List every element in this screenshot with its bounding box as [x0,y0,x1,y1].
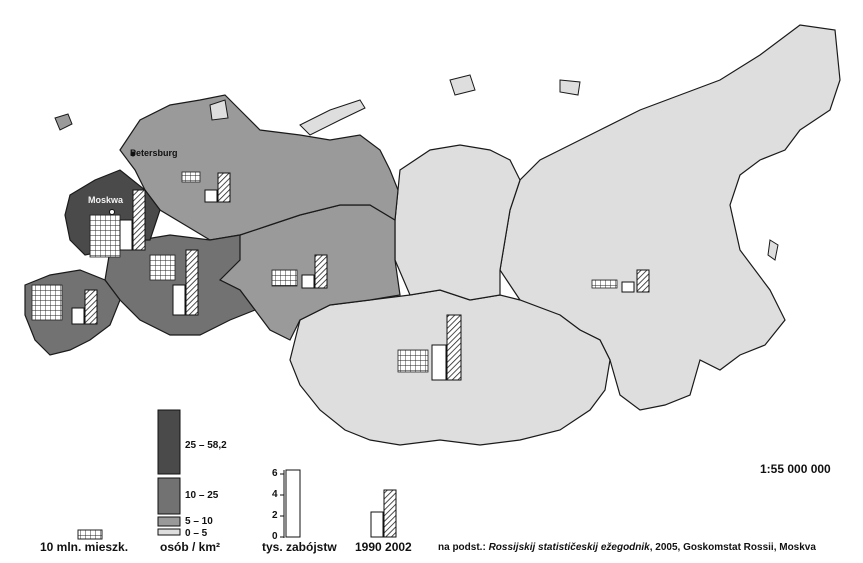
city-label-moskwa: Moskwa [88,195,124,205]
districts [24,24,841,446]
city-marker-moskwa [109,209,115,215]
legend-bar-2002 [383,489,397,538]
map-scale: 1:55 000 000 [760,462,831,476]
region-ural [394,144,521,301]
pop-symbol-siberia [397,349,429,373]
legend-years-label: 1990 2002 [355,540,412,554]
bar-2002-north-west [217,172,231,203]
source-prefix: na podst.: [438,542,489,553]
pop-symbol-north-west [181,171,201,183]
legend-class-2-label: 10 – 25 [185,490,219,501]
legend-class-3-label: 5 – 10 [185,516,213,527]
pop-symbol-south [31,284,63,321]
bar-1990-north-west [204,189,218,203]
bar-1990-volga [301,274,315,289]
pop-symbol-west [89,214,121,258]
legend-class-2-swatch [157,477,181,515]
legend-population-label: 10 mln. mieszk. [40,540,129,554]
city-marker-petersburg [130,151,136,157]
legend-class-4-swatch [157,528,181,536]
legend-murders-label: tys. zabójstw [262,540,337,554]
bar-2002-west [132,189,146,251]
source-note: na podst.: Rossijskij statističeskij eže… [438,542,816,553]
population-symbols [31,171,618,373]
bar-1990-west [119,219,133,251]
legend-class-3-swatch [157,516,181,527]
region-north-west [119,94,399,241]
pop-symbol-far-east [591,279,618,289]
region-kaliningrad [54,113,73,131]
murder-bars [71,172,650,381]
bar-2002-siberia [446,314,462,381]
pop-symbol-volga [271,269,298,287]
legend-class-1-swatch [157,409,181,475]
bar-2002-far-east [636,269,650,293]
legend-murders-tick-0: 0 [272,531,278,542]
legend-population-symbol [77,529,103,540]
city-markers [109,151,136,215]
legend-graphics [77,409,397,540]
source-title: Rossijskij statističeskij ežegodnik [488,542,650,553]
legend-murders-tick-6: 6 [272,468,278,479]
bar-1990-siberia [431,344,447,381]
city-label-petersburg: Petersburg [130,148,178,158]
pop-symbol-central [149,254,176,281]
bar-2002-volga [314,254,328,289]
legend-class-4-label: 0 – 5 [185,528,208,539]
bar-2002-south [84,289,98,325]
islands [209,74,779,261]
bar-1990-far-east [621,281,635,293]
legend-murders-bar [285,469,301,538]
legend-murders-tick-4: 4 [272,489,278,500]
legend-class-1-label: 25 – 58,2 [185,440,227,451]
bar-2002-central [185,249,199,316]
legend-murders-tick-2: 2 [272,510,278,521]
bar-1990-south [71,307,85,325]
bar-1990-central [172,284,186,316]
legend-density-label: osób / km² [160,540,221,554]
source-rest: , 2005, Goskomstat Rossii, Moskva [649,542,816,553]
legend-bar-1990 [370,511,384,538]
